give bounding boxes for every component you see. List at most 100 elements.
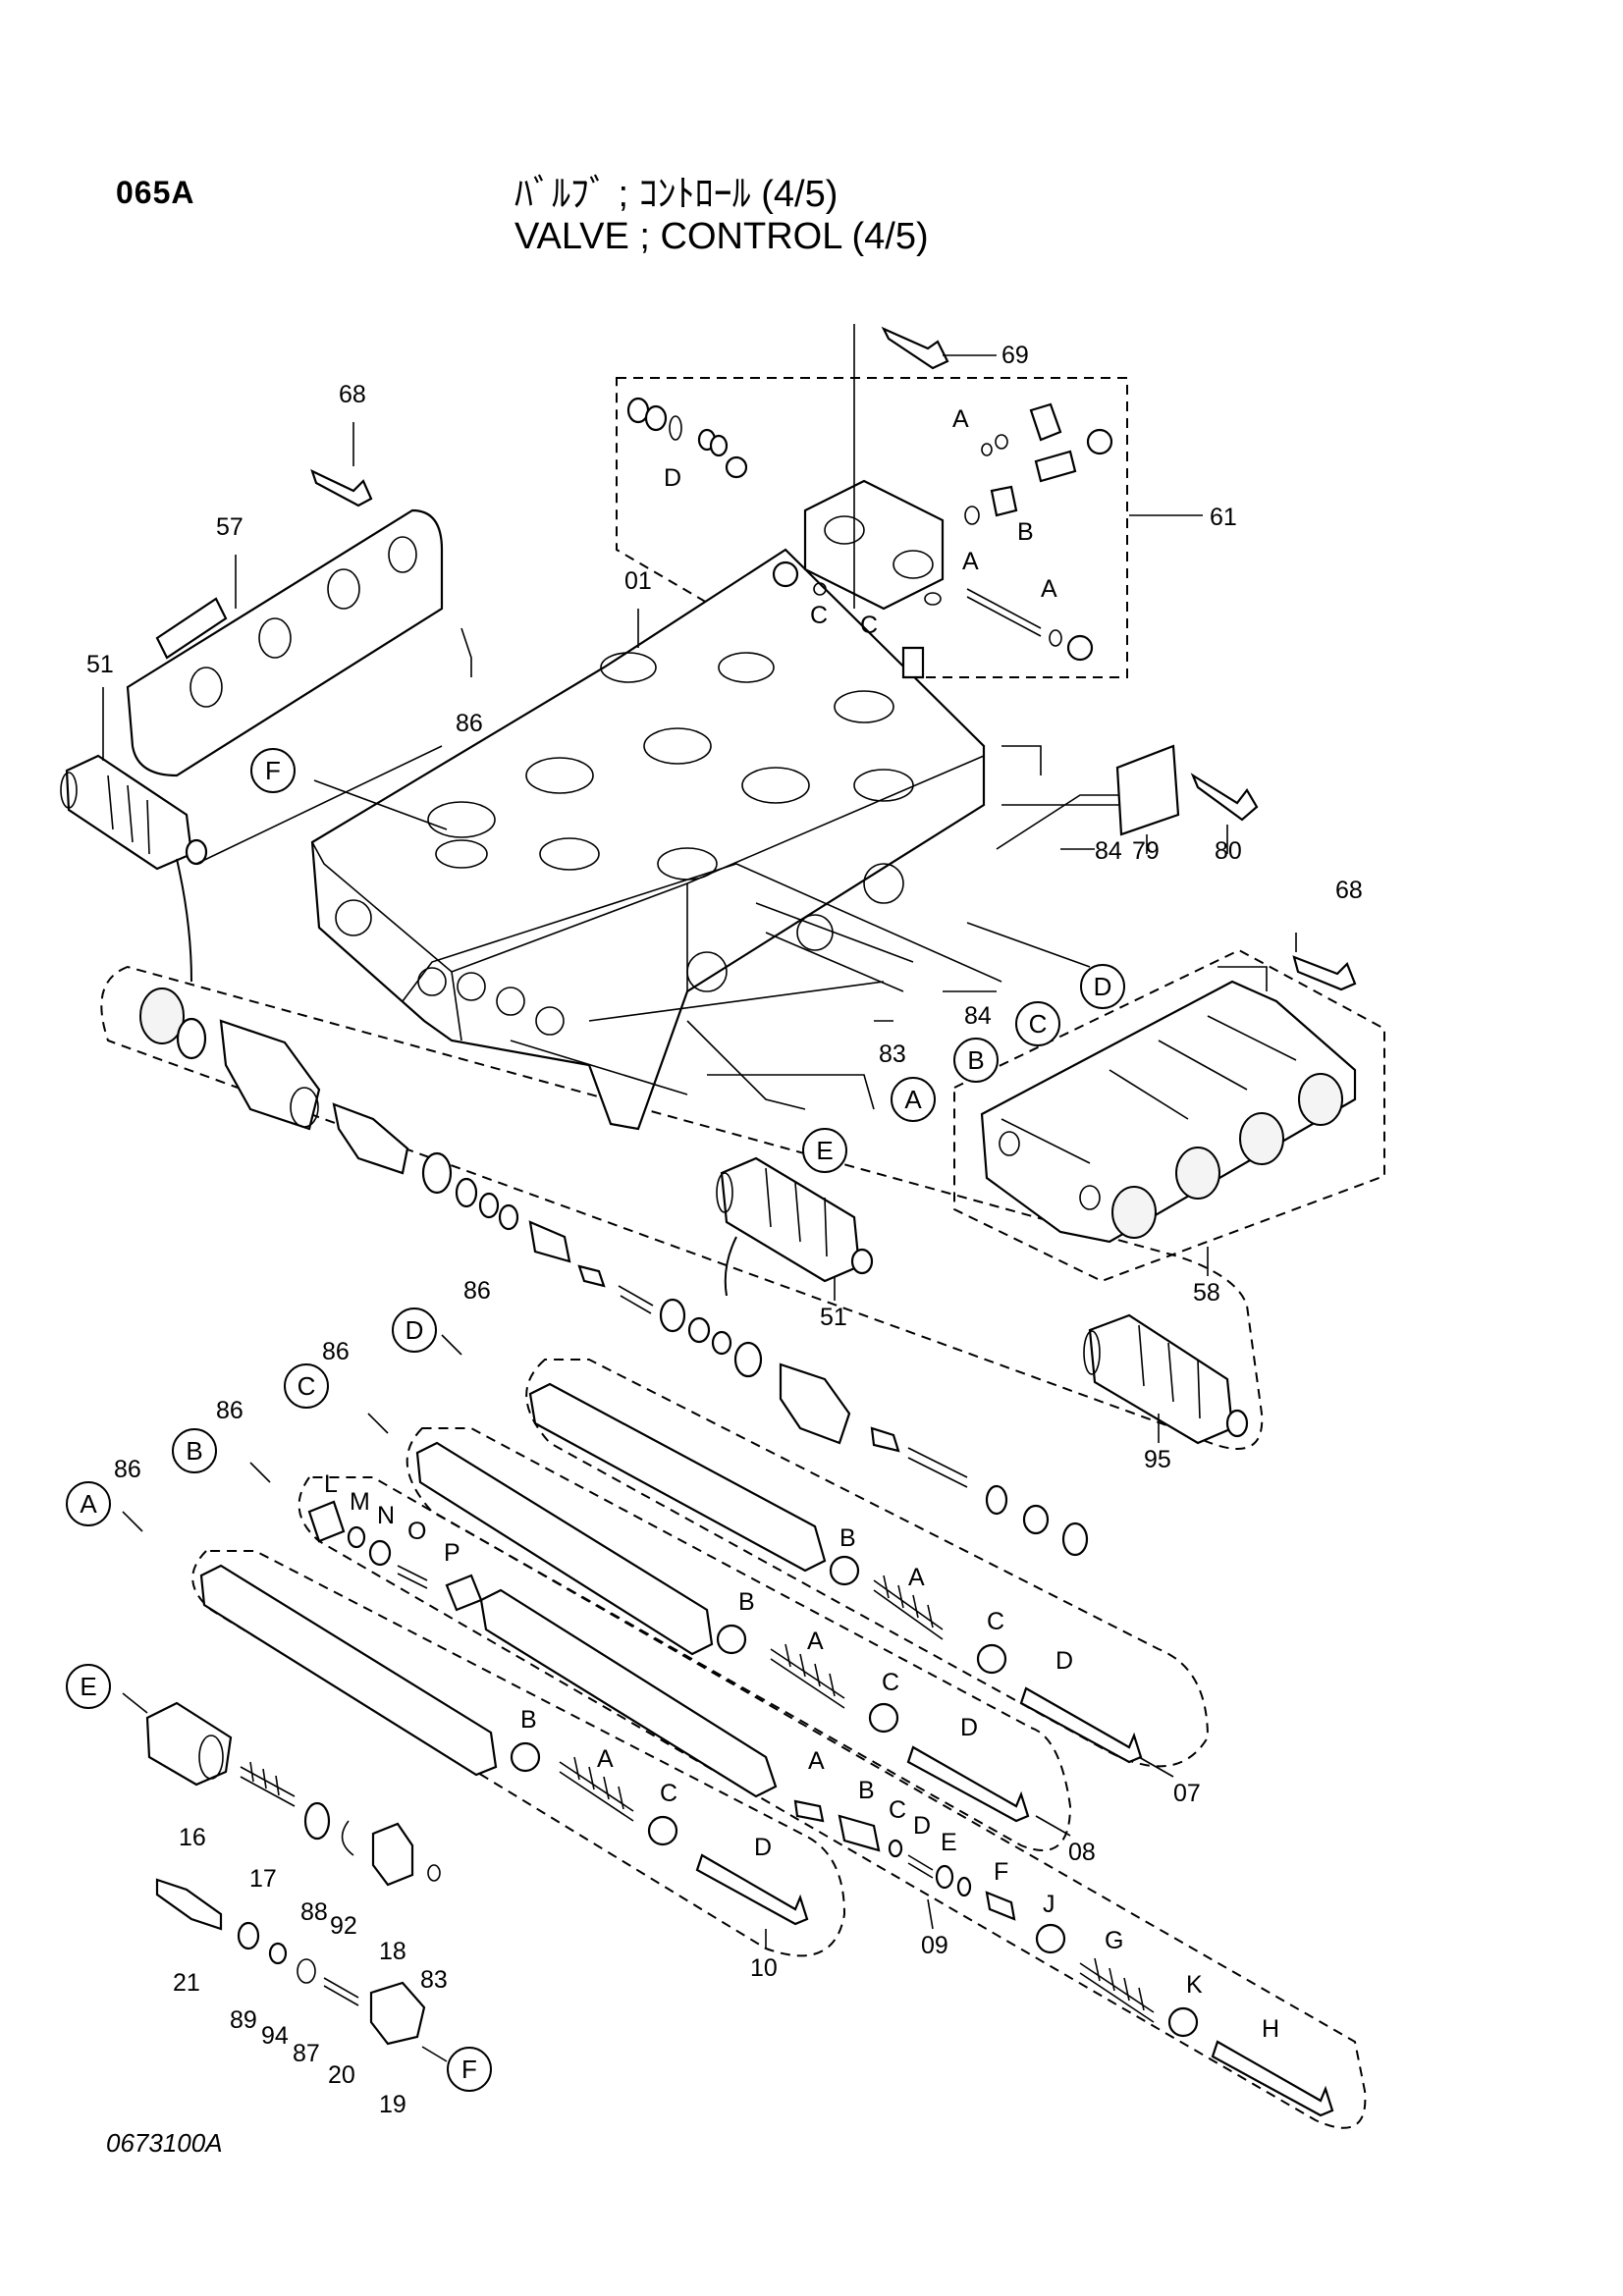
pin-08-D <box>906 1745 1030 1823</box>
letter-A-61-mid: A <box>962 548 979 575</box>
stopper-07-B <box>829 1555 860 1586</box>
letter-L-09: L <box>324 1470 338 1498</box>
bolt-68-right <box>1292 955 1357 991</box>
label-16: 16 <box>179 1824 206 1851</box>
pin-10-D <box>695 1853 809 1926</box>
cap-19 <box>369 1981 426 2046</box>
letter-B-61: B <box>1017 518 1034 546</box>
label-20: 20 <box>328 2061 355 2089</box>
stopper-08-B <box>716 1624 747 1655</box>
cartridge-95 <box>1083 1313 1249 1445</box>
letter-C-08: C <box>882 1669 899 1696</box>
spring-17 <box>240 1761 296 1807</box>
bolt-80 <box>1190 773 1259 822</box>
stopper-07-C <box>976 1643 1007 1675</box>
circled-A-2: A <box>66 1481 111 1526</box>
row-95-parts <box>139 988 1089 1557</box>
group-61-parts <box>626 397 1113 679</box>
letter-D-61: D <box>664 464 681 492</box>
group-09-box <box>298 1476 1367 2129</box>
label-86-upper: 86 <box>456 710 483 737</box>
label-87: 87 <box>293 2040 320 2067</box>
o-ring-89 <box>237 1921 260 1950</box>
circled-F-1: F <box>250 748 296 793</box>
letter-D-07: D <box>1055 1647 1073 1675</box>
spring-20 <box>323 1977 359 2006</box>
drawing-number: 0673100A <box>106 2128 223 2158</box>
label-17: 17 <box>249 1865 277 1893</box>
pin-07-D <box>1019 1686 1143 1764</box>
pin-09-H <box>1211 2040 1334 2117</box>
spool-08 <box>415 1441 714 1656</box>
letter-A-10: A <box>597 1745 614 1773</box>
label-57: 57 <box>216 513 243 541</box>
letter-C-09: C <box>889 1796 906 1824</box>
svg-text:C: C <box>298 1371 316 1401</box>
letter-P-09: P <box>444 1539 460 1567</box>
label-86-B: 86 <box>216 1397 243 1424</box>
circled-C-2: C <box>284 1363 329 1409</box>
letter-D-08: D <box>960 1714 978 1741</box>
svg-text:A: A <box>80 1489 97 1519</box>
letter-C-10: C <box>660 1780 677 1807</box>
plate-79 <box>1115 744 1180 836</box>
stopper-09-J <box>1035 1923 1066 1954</box>
ring-94 <box>268 1942 288 1965</box>
letter-N-09: N <box>377 1502 395 1529</box>
label-92: 92 <box>330 1912 357 1940</box>
leader-lines <box>102 324 1297 2062</box>
svg-text:D: D <box>406 1315 424 1345</box>
label-61: 61 <box>1210 504 1237 531</box>
label-07: 07 <box>1173 1780 1201 1807</box>
spool-07 <box>528 1382 827 1573</box>
letter-A-61-top: A <box>952 405 969 433</box>
circled-B-1: B <box>953 1038 999 1083</box>
letter-C-61-mid: C <box>860 612 878 639</box>
label-68-right: 68 <box>1335 877 1363 904</box>
svg-text:B: B <box>967 1045 984 1075</box>
label-08: 08 <box>1068 1839 1096 1866</box>
o-ring-88 <box>303 1801 331 1841</box>
label-18: 18 <box>379 1938 406 1965</box>
svg-text:F: F <box>265 756 281 785</box>
circled-F-2: F <box>447 2047 492 2092</box>
group-58-box <box>953 948 1385 1283</box>
letter-A-09: A <box>808 1747 825 1775</box>
spool-09 <box>479 1588 778 1798</box>
group-10-box <box>191 1550 846 1957</box>
circled-E-1: E <box>802 1128 847 1173</box>
letter-D-10: D <box>754 1834 772 1861</box>
label-94: 94 <box>261 2022 289 2050</box>
letter-M-09: M <box>350 1488 370 1516</box>
letter-H-09: H <box>1262 2015 1279 2043</box>
piston-21 <box>155 1878 223 1931</box>
label-80: 80 <box>1215 837 1242 865</box>
circled-A-1: A <box>891 1077 936 1122</box>
letter-O-09: O <box>407 1518 426 1545</box>
label-84-upper: 84 <box>1095 837 1122 865</box>
letter-B-10: B <box>520 1706 537 1734</box>
cartridge-51-middle <box>716 1156 874 1283</box>
label-84-lower: 84 <box>964 1002 992 1030</box>
svg-text:C: C <box>1029 1009 1048 1039</box>
letter-J-09: J <box>1043 1891 1055 1918</box>
plug-18 <box>371 1822 414 1887</box>
stopper-08-C <box>868 1702 899 1734</box>
label-68-upper: 68 <box>339 381 366 408</box>
bolt-69 <box>881 326 949 370</box>
circled-D-2: D <box>392 1308 437 1353</box>
stopper-10-B <box>510 1741 541 1773</box>
svg-text:B: B <box>186 1436 202 1466</box>
lower-left-parts <box>145 1701 441 2046</box>
label-89: 89 <box>230 2006 257 2034</box>
letter-K-09: K <box>1186 1971 1203 1999</box>
label-86-D: 86 <box>463 1277 491 1305</box>
label-86-A: 86 <box>114 1456 141 1483</box>
letter-C-07: C <box>987 1608 1004 1635</box>
circled-D-1: D <box>1080 964 1125 1009</box>
sleeve-16 <box>145 1701 233 1787</box>
group-08-box <box>406 1427 1072 1851</box>
ring-87 <box>297 1958 316 1984</box>
